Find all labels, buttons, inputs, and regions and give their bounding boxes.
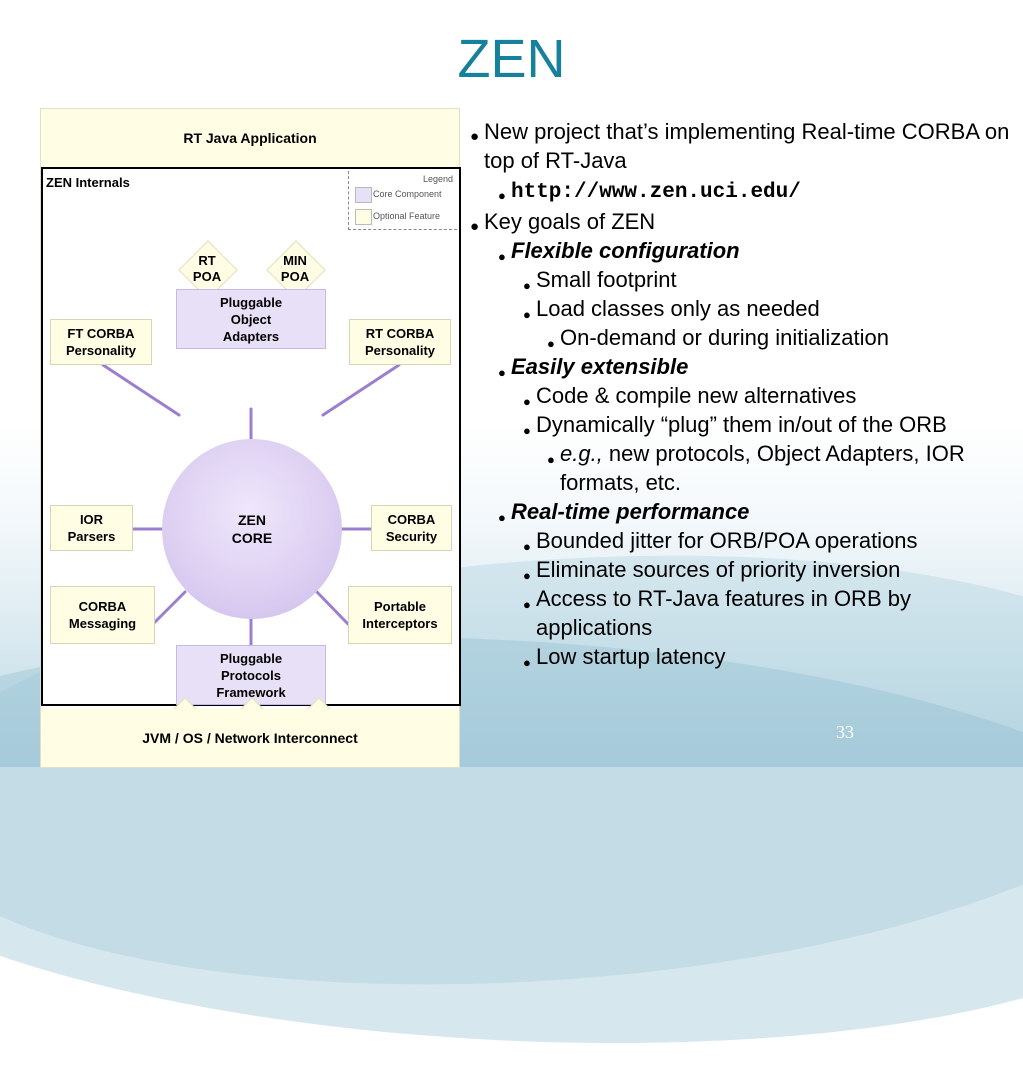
rt-poa-diamond: RT POA xyxy=(178,240,238,300)
bullet-item: ● Small footprint xyxy=(470,265,1015,294)
bullet-item: ● e.g., new protocols, Object Adapters, I… xyxy=(470,439,1015,497)
bullet-dot-icon: ● xyxy=(523,597,531,612)
bullet-dot-icon: ● xyxy=(498,365,506,380)
min-poa-diamond: MIN POA xyxy=(266,240,326,300)
zen-core-circle: ZEN CORE xyxy=(162,439,342,619)
page-number: 33 xyxy=(836,722,854,742)
bullet-text: Flexible configuration xyxy=(511,238,740,263)
bullet-text: Dynamically “plug” them in/out of the OR… xyxy=(536,412,947,437)
legend-optional-label: Optional Feature xyxy=(373,211,441,221)
bullet-dot-icon: ● xyxy=(470,128,480,145)
zen-internals-label: ZEN Internals xyxy=(46,175,130,190)
legend-core-label: Core Component xyxy=(373,189,442,199)
rt-java-application-band: RT Java Application xyxy=(41,109,459,168)
ior-parsers-box: IOR Parsers xyxy=(50,505,133,551)
bullet-item: ● Flexible configuration xyxy=(470,236,1015,265)
corba-security-box: CORBA Security xyxy=(371,505,452,551)
bullet-item: ● Real-time performance xyxy=(470,497,1015,526)
bullet-text: Eliminate sources of priority inversion xyxy=(536,557,901,582)
bullet-dot-icon: ● xyxy=(498,188,506,203)
bullet-item: ● Bounded jitter for ORB/POA operations xyxy=(470,526,1015,555)
zen-internals-frame: ZEN Internals Legend Core Component Opti… xyxy=(41,167,461,757)
legend-title: Legend xyxy=(422,174,453,184)
bullet-dot-icon: ● xyxy=(523,423,531,438)
bullet-item: ● Easily extensible xyxy=(470,352,1015,381)
bullet-item: ● Access to RT-Java features in ORB by ap… xyxy=(470,584,1015,642)
bullet-item: ● Low startup latency xyxy=(470,642,1015,671)
bullet-dot-icon: ● xyxy=(523,539,531,554)
pluggable-protocols-framework-box: Pluggable Protocols Framework xyxy=(176,645,326,705)
bullet-text: Real-time performance xyxy=(511,499,750,524)
bullet-text: Small footprint xyxy=(536,267,677,292)
bullet-dot-icon: ● xyxy=(498,510,506,525)
bullet-lead: e.g., xyxy=(560,441,603,466)
bullet-item: ● On-demand or during initialization xyxy=(470,323,1015,352)
bullet-item: ● Dynamically “plug” them in/out of the O… xyxy=(470,410,1015,439)
ft-corba-personality-box: FT CORBA Personality xyxy=(50,319,152,365)
bullet-dot-icon: ● xyxy=(523,655,531,670)
bullet-text: Low startup latency xyxy=(536,644,726,669)
bullet-item: ● Code & compile new alternatives xyxy=(470,381,1015,410)
connector-ft-corba xyxy=(101,363,181,417)
bullet-dot-icon: ● xyxy=(498,249,506,264)
bullet-dot-icon: ● xyxy=(523,568,531,583)
bullet-text: Bounded jitter for ORB/POA operations xyxy=(536,528,918,553)
rt-corba-personality-box: RT CORBA Personality xyxy=(349,319,451,365)
jvm-os-network-band: JVM / OS / Network Interconnect xyxy=(41,709,459,767)
bullet-item: ●New project that’s implementing Real-ti… xyxy=(470,117,1015,175)
bullet-text: new protocols, Object Adapters, IOR form… xyxy=(560,441,965,495)
bullet-text: Load classes only as needed xyxy=(536,296,820,321)
bullet-item: ● Load classes only as needed xyxy=(470,294,1015,323)
bullet-text: Code & compile new alternatives xyxy=(536,383,857,408)
bullet-dot-icon: ● xyxy=(523,394,531,409)
bullet-dot-icon: ● xyxy=(547,452,555,467)
bullet-dot-icon: ● xyxy=(547,336,555,351)
connector-lines xyxy=(101,363,401,647)
bullet-text: Key goals of ZEN xyxy=(484,209,656,234)
bullet-dot-icon: ● xyxy=(523,278,531,293)
bullet-dot-icon: ● xyxy=(470,218,480,235)
bullet-item: ● Eliminate sources of priority inversion xyxy=(470,555,1015,584)
bullet-text: Access to RT-Java features in ORB by app… xyxy=(536,586,911,640)
bullet-text: http://www.zen.uci.edu/ xyxy=(511,181,801,204)
portable-interceptors-box: Portable Interceptors xyxy=(348,586,452,644)
legend-optional-swatch xyxy=(355,209,372,225)
legend: Legend Core Component Optional Feature xyxy=(348,171,457,230)
connector-interceptors xyxy=(315,590,350,626)
connector-rt-corba xyxy=(321,363,401,417)
pluggable-object-adapters-box: Pluggable Object Adapters xyxy=(176,289,326,349)
bullet-dot-icon: ● xyxy=(523,307,531,322)
bullet-text: On-demand or during initialization xyxy=(560,325,889,350)
corba-messaging-box: CORBA Messaging xyxy=(50,586,155,644)
bullet-text: Easily extensible xyxy=(511,354,689,379)
legend-core-swatch xyxy=(355,187,372,203)
zen-architecture-diagram: RT Java Application ZEN Internals Legend… xyxy=(40,108,461,768)
bullet-item: ●Key goals of ZEN xyxy=(470,207,1015,236)
slide-title: ZEN xyxy=(457,29,566,89)
bullet-item: ● http://www.zen.uci.edu/ xyxy=(470,175,1015,207)
bullet-text: New project that’s implementing Real-tim… xyxy=(484,119,1010,173)
connector-messaging xyxy=(151,590,187,626)
bullet-list: ●New project that’s implementing Real-ti… xyxy=(470,117,1015,671)
